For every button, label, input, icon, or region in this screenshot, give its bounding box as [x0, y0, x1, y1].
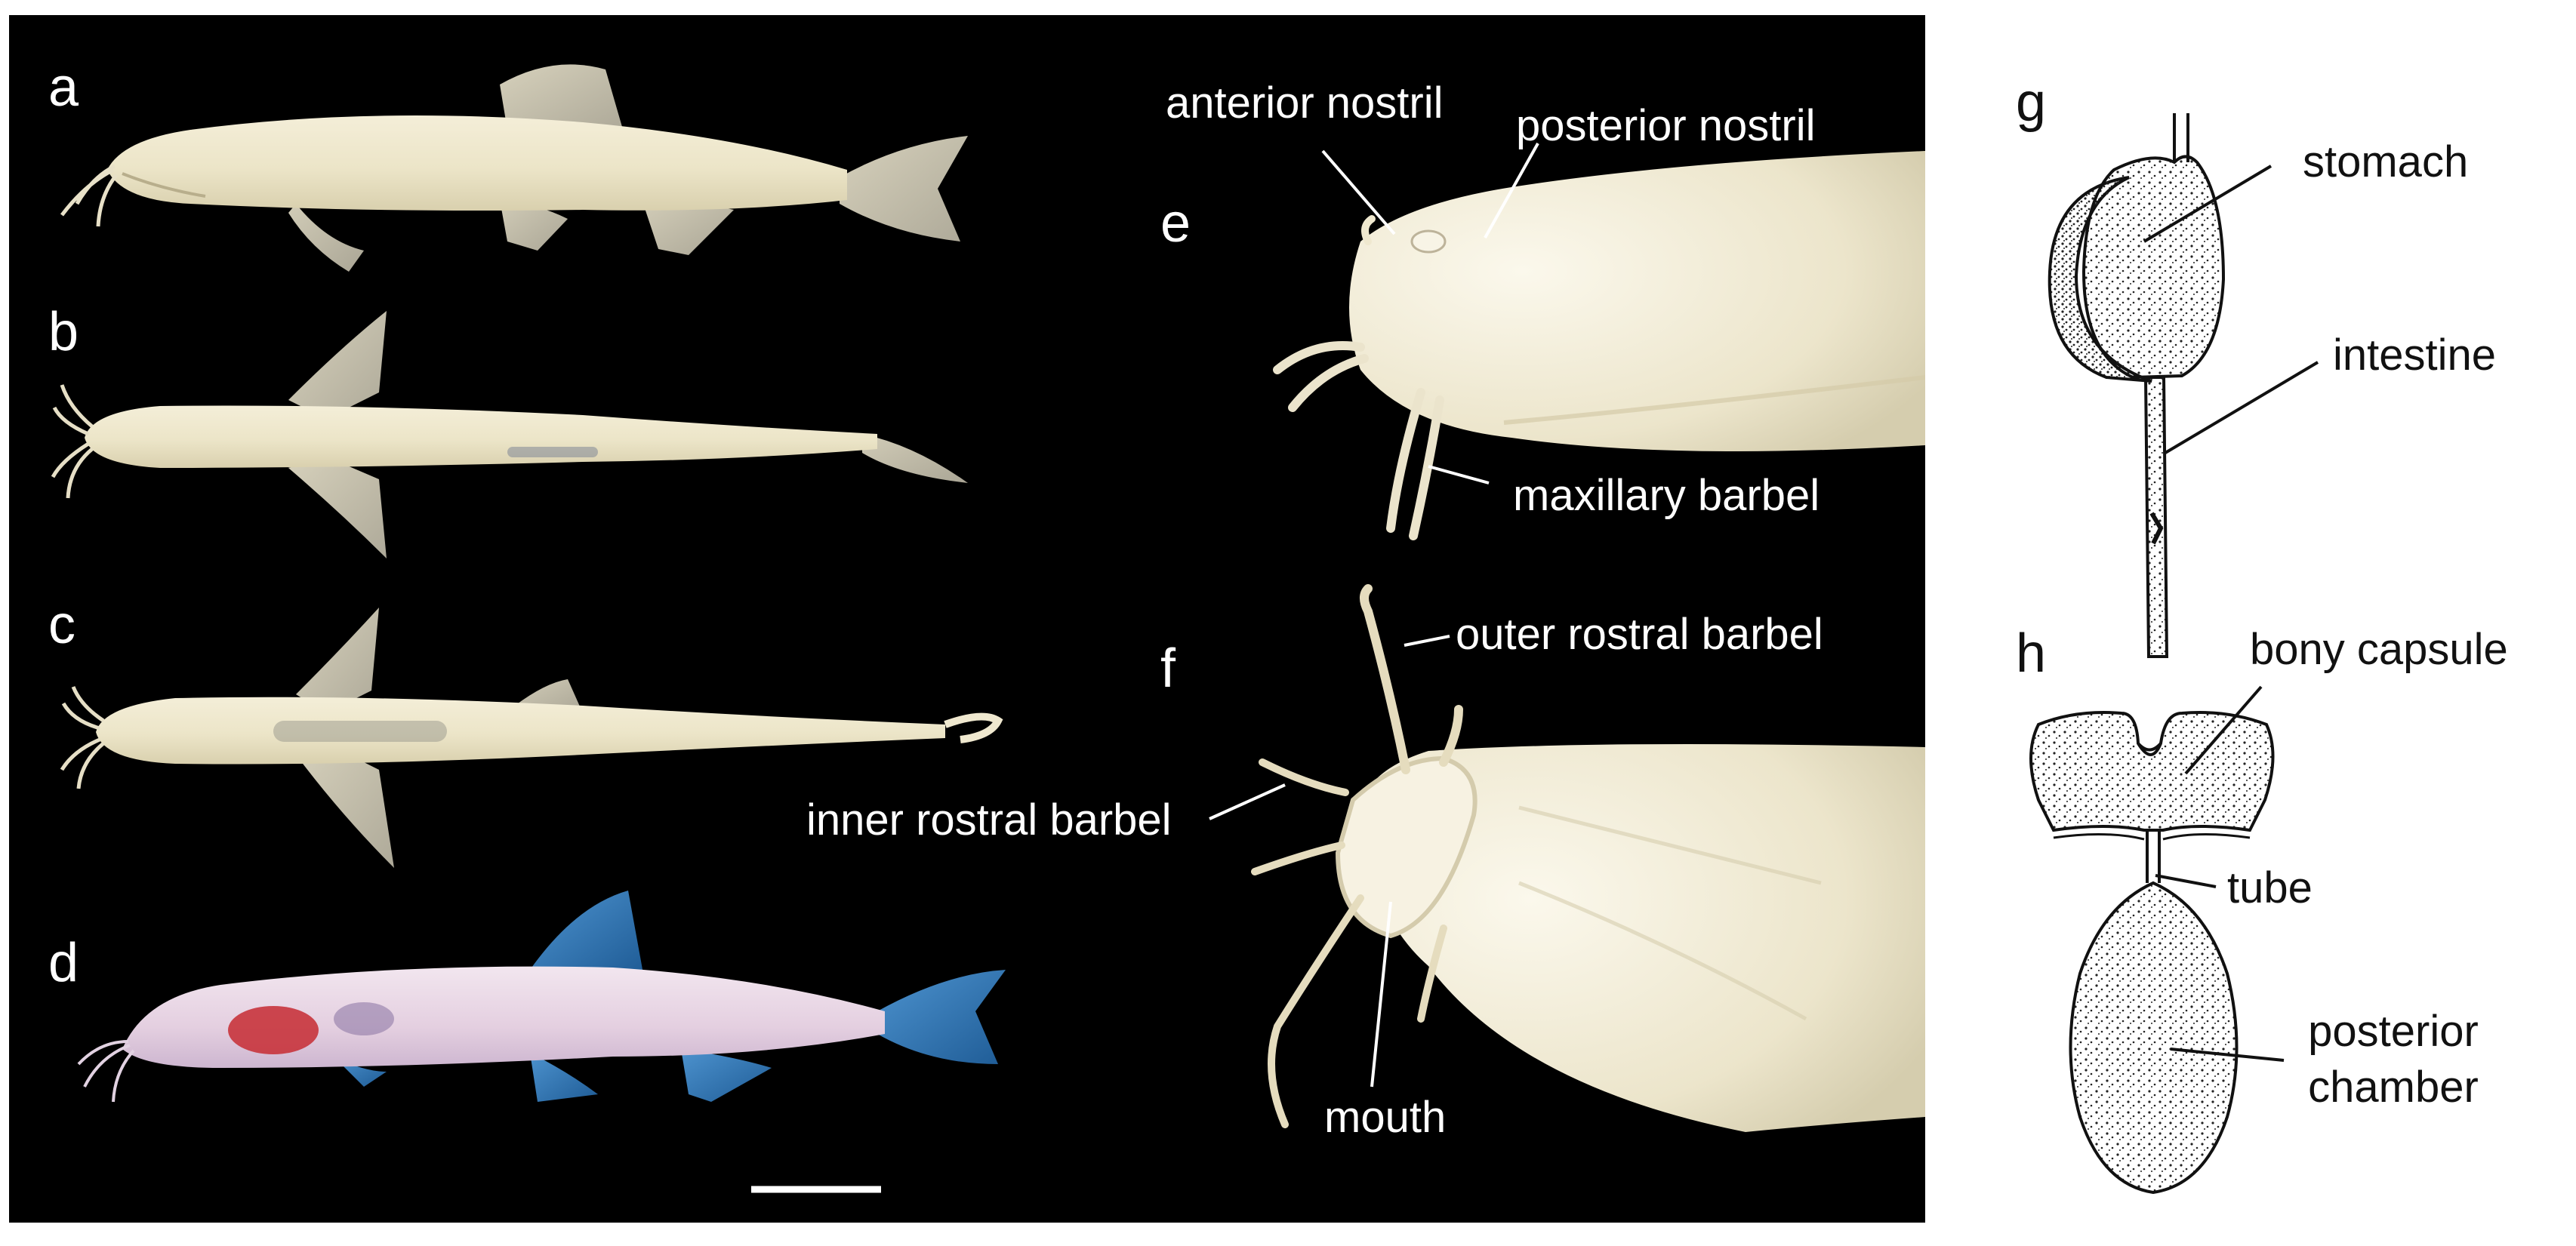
- label-bony-capsule: bony capsule: [2250, 625, 2508, 674]
- drawing-g-stomach-intestine: [2048, 113, 2226, 658]
- panel-label-c: c: [48, 595, 75, 655]
- specimen-c-ventral: [60, 608, 1003, 868]
- label-outer-rostral-barbel: outer rostral barbel: [1456, 610, 1823, 659]
- label-mouth: mouth: [1324, 1093, 1447, 1142]
- leader-tube: [2155, 874, 2217, 888]
- label-intestine: intestine: [2333, 331, 2497, 380]
- drawing-layer: [2029, 113, 2319, 1195]
- specimen-b-dorsal: [51, 311, 968, 558]
- label-stomach: stomach: [2303, 137, 2469, 186]
- panel-label-e: e: [1160, 193, 1191, 254]
- specimen-f-head-ventral: [1251, 584, 1925, 1132]
- label-tube: tube: [2227, 863, 2313, 912]
- leader-bony-capsule: [2184, 685, 2263, 775]
- drawing-panel: g h stomach intestine bony capsule tube …: [1925, 0, 2576, 1246]
- label-anterior-nostril: anterior nostril: [1166, 78, 1444, 128]
- panel-label-g: g: [2016, 72, 2047, 133]
- drawing-h-swim-bladder: [2029, 711, 2275, 1195]
- leader-stomach: [2143, 165, 2272, 243]
- photo-panel: a b c d e f anterior nostril posterior n…: [9, 15, 1925, 1223]
- leader-posterior-chamber: [2170, 1048, 2285, 1062]
- leader-intestine: [2164, 361, 2319, 454]
- photo-layer: [51, 64, 1925, 1193]
- photo-leader-lines: [1209, 143, 1539, 1088]
- specimen-d-live: [77, 891, 1006, 1103]
- specimen-a-lateral: [60, 64, 968, 272]
- label-posterior-chamber: posterior chamber: [2308, 1007, 2479, 1112]
- panel-label-f: f: [1160, 638, 1176, 699]
- panel-label-b: b: [48, 302, 79, 362]
- panel-label-d: d: [48, 933, 79, 993]
- label-posterior-nostril: posterior nostril: [1516, 101, 1816, 150]
- label-inner-rostral-barbel: inner rostral barbel: [806, 795, 1172, 845]
- label-maxillary-barbel: maxillary barbel: [1513, 471, 1820, 520]
- panel-label-a: a: [48, 57, 79, 118]
- panel-label-h: h: [2016, 623, 2047, 684]
